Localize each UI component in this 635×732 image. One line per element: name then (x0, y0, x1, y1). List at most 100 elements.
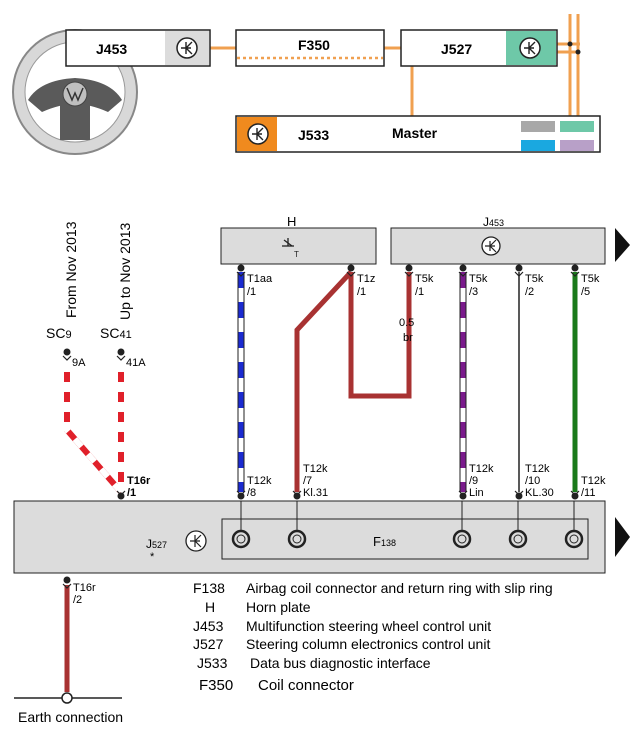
j527-asterisk: * (150, 551, 155, 563)
t5k-3-pin: /3 (469, 286, 478, 298)
terminal-icon (236, 490, 246, 500)
f350-unit: F350 (235, 29, 385, 67)
legend-desc: Airbag coil connector and return ring wi… (246, 580, 553, 596)
terminal-icon (116, 348, 126, 361)
upper-pin-labels: T1aa /1 T1z /1 T5k /1 0.5 br T5k /3 T5k … (247, 273, 600, 344)
from-nov-2013-label: From Nov 2013 (63, 221, 79, 318)
f138-label: F138 (373, 534, 396, 549)
t16r-pin: /1 (127, 487, 136, 499)
bus-junctions (567, 41, 581, 55)
legend-desc: Steering column electronics control unit (246, 636, 490, 652)
t1aa-label: T1aa (247, 273, 273, 285)
h-horn-plate-box: H T (220, 214, 377, 265)
control-unit-icon (481, 236, 501, 256)
terminal-icon (458, 264, 468, 277)
terminal-icon (570, 264, 580, 277)
t5k-2-label: T5k (525, 273, 544, 285)
terminal-icon (346, 264, 356, 277)
svg-text:T: T (294, 250, 299, 259)
terminal-icon (236, 264, 246, 277)
t12k-7-pin: /7 (303, 475, 312, 487)
t5k-1-label: T5k (415, 273, 434, 285)
sc41-label: SC41 (100, 325, 132, 341)
legend-code: J527 (193, 636, 224, 652)
connector-terminals (62, 264, 580, 589)
t12k-8-pin: /8 (247, 487, 256, 499)
horn-switch-icon: T (282, 238, 299, 259)
j527-label: J527 (441, 41, 472, 57)
legend-desc: Multifunction steering wheel control uni… (246, 618, 491, 634)
terminal-icon (514, 490, 524, 500)
ring-leads (240, 501, 575, 531)
lower-pin-labels: T16r /1 T12k /8 T12k /7 Kl.31 T12k /9 Li… (73, 463, 606, 606)
legend-desc: Coil connector (258, 677, 354, 694)
t12k-10-pin: /10 (525, 475, 540, 487)
t1z-label: T1z (357, 273, 375, 285)
terminal-icon (514, 264, 524, 277)
wire-brown-loop (348, 272, 412, 399)
control-unit-icon (519, 37, 541, 59)
t5k-5-label: T5k (581, 273, 600, 285)
sc9-label: SC9 (46, 325, 72, 341)
control-unit-icon (185, 530, 207, 552)
continue-arrow-icon (615, 517, 630, 557)
wire-brown-t1z (294, 270, 353, 492)
terminal-icon (404, 264, 414, 277)
control-unit-icon (247, 123, 269, 145)
status-swatch-teal (560, 121, 594, 132)
up-to-nov-2013-label: Up to Nov 2013 (117, 223, 133, 320)
wire-red-white-sc9 (64, 362, 124, 494)
t12k-9-pin: /9 (469, 475, 478, 487)
t12k-7-func: Kl.31 (303, 487, 328, 499)
master-label: Master (392, 125, 438, 141)
earth-connection-label: Earth connection (18, 709, 123, 725)
t12k-11-label: T12k (581, 475, 606, 487)
earth-point (61, 692, 73, 704)
terminal-icon (62, 576, 72, 589)
j533-unit: J533 Master (235, 115, 601, 153)
pin-41a-label: 41A (126, 357, 146, 369)
t5k-3-label: T5k (469, 273, 488, 285)
continue-arrow-icon (615, 228, 630, 262)
t5k-1-pin: /1 (415, 286, 424, 298)
j453-unit: J453 (65, 29, 211, 67)
t12k-9-label: T12k (469, 463, 494, 475)
j527-unit: J527 (400, 29, 558, 67)
legend-desc: Data bus diagnostic interface (250, 655, 431, 671)
wire-size-label: 0.5 (399, 317, 414, 329)
legend-code: H (205, 599, 215, 615)
j527-module-band: J527 * F138 (13, 500, 606, 574)
legend-desc: Horn plate (246, 599, 311, 615)
wire-color-label: br (403, 332, 413, 344)
pin-9a-label: 9A (72, 357, 86, 369)
terminal-icon (62, 348, 72, 361)
status-swatch-grey (521, 121, 555, 132)
t16r-label: T16r (127, 475, 151, 487)
j533-label: J533 (298, 127, 329, 143)
t16r-earth-pin: /2 (73, 594, 82, 606)
legend-code: J533 (197, 655, 228, 671)
h-label: H (287, 214, 296, 229)
legend-code: F138 (193, 580, 225, 596)
t12k-9-func: Lin (469, 487, 484, 499)
t12k-8-label: T12k (247, 475, 272, 487)
t12k-7-label: T12k (303, 463, 328, 475)
t5k-5-pin: /5 (581, 286, 590, 298)
t16r-earth-label: T16r (73, 582, 96, 594)
t1z-pin: /1 (357, 286, 366, 298)
j527-band-label: J527 (146, 537, 167, 551)
t12k-10-label: T12k (525, 463, 550, 475)
t1aa-pin: /1 (247, 286, 256, 298)
legend: F138 Airbag coil connector and return ri… (193, 580, 553, 694)
status-swatch-lilac (560, 140, 594, 151)
terminal-icon (116, 490, 126, 500)
legend-code: F350 (199, 677, 233, 694)
legend-code: J453 (193, 618, 224, 634)
j453-box-label: J453 (483, 215, 504, 229)
t5k-2-pin: /2 (525, 286, 534, 298)
status-swatch-blue (521, 140, 555, 151)
terminal-icon (458, 490, 468, 500)
j453-module-box: J453 (390, 215, 606, 265)
terminal-icon (570, 490, 580, 500)
